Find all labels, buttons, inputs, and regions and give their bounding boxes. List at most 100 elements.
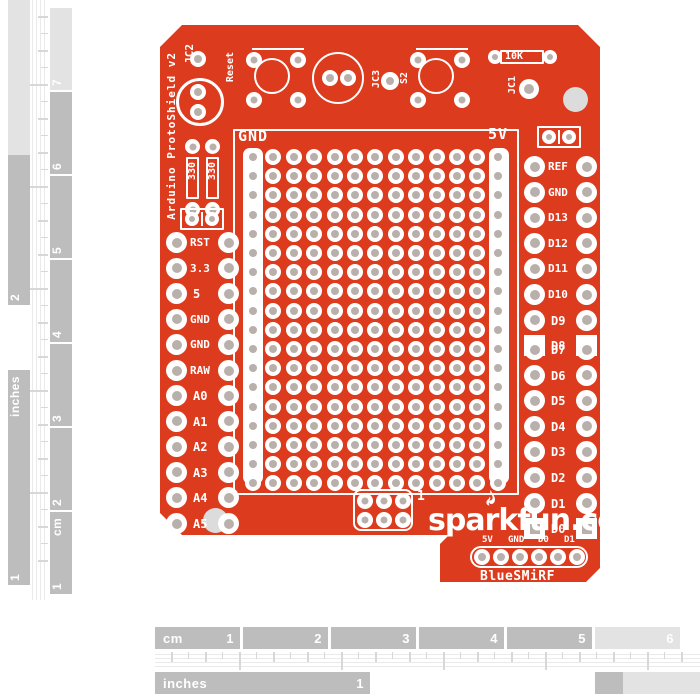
- header-pad-outer-d10: [524, 284, 545, 305]
- proto-pad: [245, 302, 261, 319]
- header-pad-outer-a5: [166, 513, 187, 534]
- header-label-gnd: GND: [190, 312, 210, 326]
- proto-pad: [265, 283, 282, 300]
- proto-pad: [265, 149, 282, 165]
- proto-pad: [367, 475, 384, 492]
- header-label-d11: D11: [548, 262, 568, 276]
- proto-pad: [469, 437, 486, 453]
- proto-pad: [347, 360, 363, 377]
- right-jumper-pad-2: [562, 130, 576, 144]
- header-pad-inner-d9: [576, 309, 597, 331]
- proto-pad: [387, 264, 404, 281]
- s2-pad-tl: [410, 52, 426, 68]
- proto-pad: [306, 475, 323, 492]
- header-label-d5: D5: [551, 394, 566, 409]
- proto-pad: [347, 437, 363, 453]
- bluesmirf-label: BlueSMiRF: [480, 569, 555, 584]
- header-pad-outer-3.3: [166, 257, 187, 279]
- header-label-a2: A2: [193, 440, 208, 455]
- hruler-cm-mark-1: cm 1: [155, 627, 240, 649]
- header-label-d0: D0: [551, 522, 566, 537]
- header-pad-outer-d7: [524, 339, 545, 360]
- proto-pad: [265, 398, 282, 415]
- hruler-cm-unit-label: cm: [163, 630, 183, 646]
- proto-pad: [387, 206, 404, 223]
- reset-button-outline-icon: [254, 58, 290, 94]
- proto-pad: [428, 475, 445, 492]
- header-pad-inner-a0: [218, 385, 239, 406]
- proto-pad: [326, 168, 343, 185]
- header-pad-outer-d2: [524, 467, 545, 488]
- header-pad-outer-a3: [166, 461, 187, 483]
- reset-pad-tr: [290, 52, 306, 68]
- proto-pad: [347, 149, 363, 165]
- header-label-d7: D7: [551, 343, 566, 357]
- proto-pad: [265, 437, 282, 453]
- proto-pad: [489, 379, 506, 396]
- proto-pad: [489, 245, 506, 261]
- proto-pad: [306, 379, 323, 396]
- proto-pad: [367, 264, 384, 281]
- bluesmirf-connector-footprint: [470, 546, 588, 568]
- header-pad-inner-a2: [218, 436, 239, 458]
- proto-pad: [387, 475, 404, 492]
- proto-pad: [449, 168, 465, 185]
- proto-pad: [245, 206, 261, 223]
- proto-pad: [285, 437, 302, 453]
- header-label-d12: D12: [548, 236, 568, 250]
- proto-pad: [265, 245, 282, 261]
- proto-pad: [449, 341, 465, 357]
- proto-pad: [428, 321, 445, 338]
- proto-pad: [245, 168, 261, 185]
- hruler-cm-4-label: 4: [490, 630, 498, 646]
- header-label-a0: A0: [193, 389, 208, 403]
- proto-pad: [489, 302, 506, 319]
- proto-pad: [245, 264, 261, 281]
- header-pad-inner-d7: [576, 339, 597, 360]
- proto-pad: [285, 187, 302, 204]
- proto-pad: [367, 360, 384, 377]
- header-label-a4: A4: [193, 491, 208, 506]
- header-pad-inner-a1: [218, 410, 239, 432]
- proto-pad: [449, 456, 465, 473]
- proto-pad: [245, 360, 261, 377]
- proto-pad: [306, 302, 323, 319]
- proto-pad: [469, 283, 486, 300]
- proto-pad: [387, 302, 404, 319]
- proto-pad: [428, 187, 445, 204]
- s2-pad-bl: [410, 92, 426, 108]
- proto-pad: [285, 379, 302, 396]
- header-pad-outer-5: [166, 283, 187, 305]
- proto-pad: [387, 245, 404, 261]
- header-pad-inner-d11: [576, 258, 597, 280]
- proto-pad: [387, 360, 404, 377]
- header-label-rst: RST: [190, 236, 210, 249]
- proto-pad: [326, 283, 343, 300]
- proto-pad: [387, 321, 404, 338]
- proto-pad: [347, 225, 363, 242]
- header-pad-outer-a0: [166, 385, 187, 406]
- header-pad-outer-a4: [166, 487, 187, 509]
- proto-pad: [326, 417, 343, 434]
- proto-pad: [408, 206, 425, 223]
- hruler-inch-1-label: 1: [356, 675, 364, 691]
- proto-pad: [408, 379, 425, 396]
- proto-pad: [367, 456, 384, 473]
- proto-pad: [387, 379, 404, 396]
- header-pad-inner-d10: [576, 284, 597, 305]
- right-jumper-footprint: [537, 126, 581, 148]
- proto-pad: [285, 321, 302, 338]
- proto-pad: [387, 225, 404, 242]
- proto-pad: [347, 341, 363, 357]
- proto-pad: [245, 321, 261, 338]
- proto-pad: [306, 398, 323, 415]
- proto-pad: [387, 187, 404, 204]
- proto-pad: [265, 379, 282, 396]
- resistor-330-b-label: 330: [207, 162, 218, 181]
- bluesmirf-pin-d0-label: D0: [538, 535, 549, 545]
- proto-pad: [489, 149, 506, 165]
- proto-pad: [387, 437, 404, 453]
- proto-pad: [326, 341, 343, 357]
- proto-pad: [285, 264, 302, 281]
- proto-pad: [245, 225, 261, 242]
